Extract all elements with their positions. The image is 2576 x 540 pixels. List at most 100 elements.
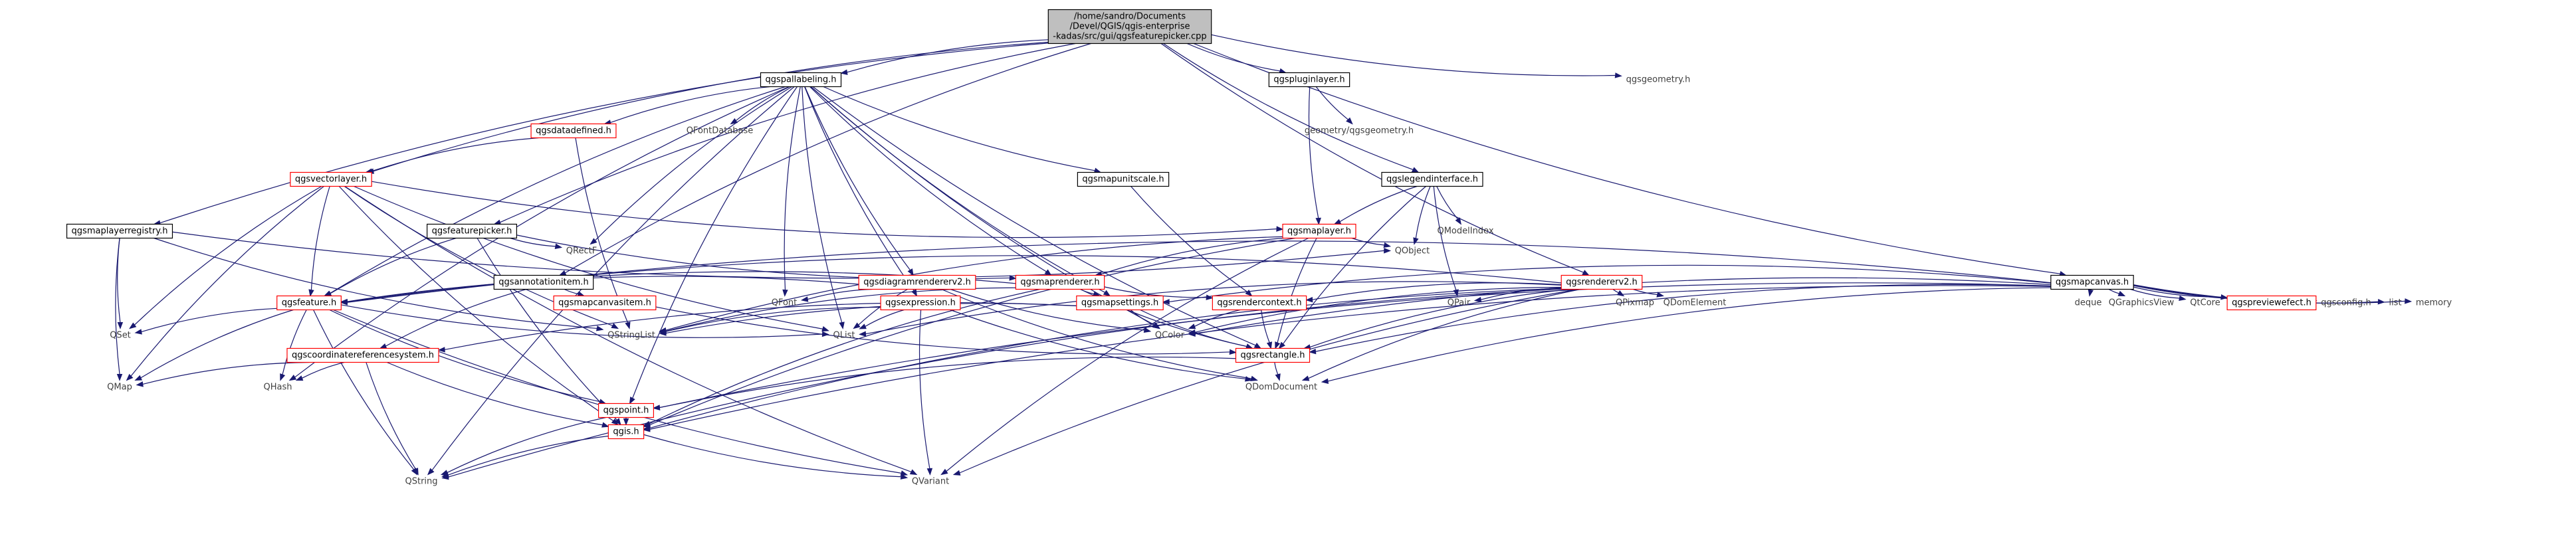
edge-qgspallabeling-to-qgsmapunitscale <box>823 86 1102 173</box>
node-qgsmapunitscale[interactable]: qgsmapunitscale.h <box>1077 171 1170 187</box>
node-label: QColor <box>1155 331 1185 341</box>
node-label: qgspoint.h <box>603 406 649 416</box>
node-qgspreviewefect[interactable]: qgspreviewefect.h <box>2226 295 2317 311</box>
node-qgsexpression[interactable]: qgsexpression.h <box>880 295 961 311</box>
node-qset: QSet <box>110 331 131 341</box>
node-label: qgsmaprenderer.h <box>1020 278 1099 288</box>
edge-qgsannotationitem-to-qgsmapcanvasitem <box>564 288 586 297</box>
edge-qgsfeaturepicker-to-qgsfeature <box>324 237 457 297</box>
edge-qgscoordinatereferencesystem-to-qmap <box>136 361 310 387</box>
node-label: qgspreviewefect.h <box>2232 298 2311 308</box>
node-box <box>290 171 372 187</box>
node-qpair: QPair <box>1448 298 1471 308</box>
header-nodes: /home/sandro/Documents/Devel/QGIS/qgis-e… <box>66 9 2452 487</box>
node-qgsmaplayer[interactable]: qgsmaplayer.h <box>1282 223 1356 239</box>
node-label: QGraphicsView <box>2109 298 2175 308</box>
node-qgspluginlayer[interactable]: qgspluginlayer.h <box>1268 72 1350 88</box>
node-qgraphicsview: QGraphicsView <box>2109 298 2175 308</box>
node-qcolor: QColor <box>1155 331 1185 341</box>
edge-qgsrendererv2-to-qlist <box>859 281 1562 337</box>
node-qgsmapcanvas[interactable]: qgsmapcanvas.h <box>2050 274 2134 290</box>
node-qgspallabeling[interactable]: qgspallabeling.h <box>760 72 842 88</box>
node-label: QtCore <box>2190 298 2220 308</box>
node-label: geometry/qgsgeometry.h <box>1305 126 1414 136</box>
node-box <box>607 424 645 440</box>
node-box <box>1212 295 1307 311</box>
edge-qgspallabeling-to-qgsdatadefined <box>603 86 770 126</box>
node-qgspoint[interactable]: qgspoint.h <box>597 403 655 418</box>
node-label: QDomDocument <box>1245 383 1317 393</box>
node-qgscoordinatereferencesystem[interactable]: qgscoordinatereferencesystem.h <box>286 347 439 363</box>
edge-qgsvectorlayer-to-qmap <box>126 186 324 381</box>
edge-qgsfeaturepicker-to-qrectf <box>510 237 563 249</box>
node-label: QRectF <box>566 246 597 256</box>
edge-qgsexpression-to-qvariant <box>918 310 933 476</box>
node-box <box>66 223 173 239</box>
node-label: -kadas/src/gui/qgsfeaturepicker.cpp <box>1053 32 1206 42</box>
node-qdomdocument: QDomDocument <box>1245 383 1317 393</box>
node-qtcore: QtCore <box>2190 298 2220 308</box>
node-label: QMap <box>107 383 132 393</box>
edge-qgspallabeling-to-qlist <box>802 86 845 329</box>
edge-qgspallabeling-to-qstring <box>427 86 795 476</box>
node-qgsmapsettings[interactable]: qgsmapsettings.h <box>1076 295 1164 311</box>
node-qgsfeaturepicker[interactable]: qgsfeaturepicker.h <box>426 223 518 239</box>
edge-qgsvectorlayer-to-qgsfeature <box>308 186 330 297</box>
node-qgsrectangle[interactable]: qgsrectangle.h <box>1235 347 1311 363</box>
edge-qgspallabeling-to-qgsmapsettings <box>810 86 1111 297</box>
node-qvariant: QVariant <box>912 477 949 487</box>
edge-qgsexpression-to-qdomdocument <box>950 309 1253 382</box>
node-box <box>493 274 594 290</box>
node-label: QDomElement <box>1664 298 1727 308</box>
edge-qgsmapcanvas-to-qgraphicsview <box>2108 288 2126 297</box>
edge-qgis-to-qvariant <box>643 434 909 480</box>
node-label: qgslegendinterface.h <box>1386 175 1478 185</box>
edge-qgsfeature-to-qmap <box>134 309 294 381</box>
edge-qgsvectorlayer-to-qvariant <box>344 186 918 476</box>
edge-qgspluginlayer-to-geometry-qgsgeometry <box>1315 86 1353 125</box>
edge-root-to-qgspallabeling <box>840 39 1049 75</box>
node-qgslegendinterface[interactable]: qgslegendinterface.h <box>1381 171 1483 187</box>
node-label: qgsrendercontext.h <box>1217 298 1301 308</box>
edge-qgsrectangle-to-qdomdocument <box>1274 362 1281 381</box>
node-box <box>858 274 976 290</box>
node-qgsannotationitem[interactable]: qgsannotationitem.h <box>493 274 594 290</box>
node-qgsrendercontext[interactable]: qgsrendercontext.h <box>1212 295 1307 311</box>
node-box <box>286 347 439 363</box>
node-label: QFontDatabase <box>687 126 754 136</box>
node-qgsdiagramrendererv2[interactable]: qgsdiagramrendererv2.h <box>858 274 976 290</box>
node-deque: deque <box>2075 298 2102 308</box>
edge-qgsmaplayer-to-qvariant <box>940 237 1309 476</box>
edge-qgsdiagramrendererv2-to-qdomdocument <box>941 288 1258 381</box>
node-label: /Devel/QGIS/qgis-enterprise <box>1069 22 1190 32</box>
edge-qgsrectangle-to-qgspoint <box>653 356 1236 410</box>
node-qgsmaplayerregistry[interactable]: qgsmaplayerregistry.h <box>66 223 173 239</box>
node-box <box>1560 274 1643 290</box>
node-qgsmaprenderer[interactable]: qgsmaprenderer.h <box>1015 274 1105 290</box>
node-label: qgsgeometry.h <box>1626 75 1691 85</box>
edge-qgsrendercontext-to-qgsrectangle <box>1261 310 1273 349</box>
node-qgsrendererv2[interactable]: qgsrendererv2.h <box>1560 274 1643 290</box>
node-qgsvectorlayer[interactable]: qgsvectorlayer.h <box>290 171 372 187</box>
node-label: qgsannotationitem.h <box>498 278 588 288</box>
node-box <box>1235 347 1311 363</box>
node-qgsconfig: qgsconfig.h <box>2321 298 2371 308</box>
node-geometry-qgsgeometry: geometry/qgsgeometry.h <box>1305 126 1414 136</box>
edge-qgsmaplayer-to-qgsrectangle <box>1275 238 1317 349</box>
node-label: qgsexpression.h <box>885 298 956 308</box>
edge-qgsfeature-to-qhash <box>280 310 307 381</box>
node-box <box>2050 274 2134 290</box>
node-label: qgsfeature.h <box>282 298 337 308</box>
node-qgsfeature[interactable]: qgsfeature.h <box>276 295 342 311</box>
node-label: list <box>2389 298 2401 308</box>
node-root[interactable]: /home/sandro/Documents/Devel/QGIS/qgis-e… <box>1047 9 1212 45</box>
node-qgis[interactable]: qgis.h <box>607 424 645 440</box>
node-qgsdatadefined[interactable]: qgsdatadefined.h <box>530 123 617 139</box>
edge-qgspoint-to-qstring <box>440 416 606 476</box>
node-box <box>760 72 842 88</box>
node-qgsmapcanvasitem[interactable]: qgsmapcanvasitem.h <box>553 295 657 311</box>
edge-qgsmapcanvas-to-qdomdocument <box>1321 287 2051 385</box>
node-label: qgsmapsettings.h <box>1081 298 1158 308</box>
node-qpixmap: QPixmap <box>1616 298 1654 308</box>
